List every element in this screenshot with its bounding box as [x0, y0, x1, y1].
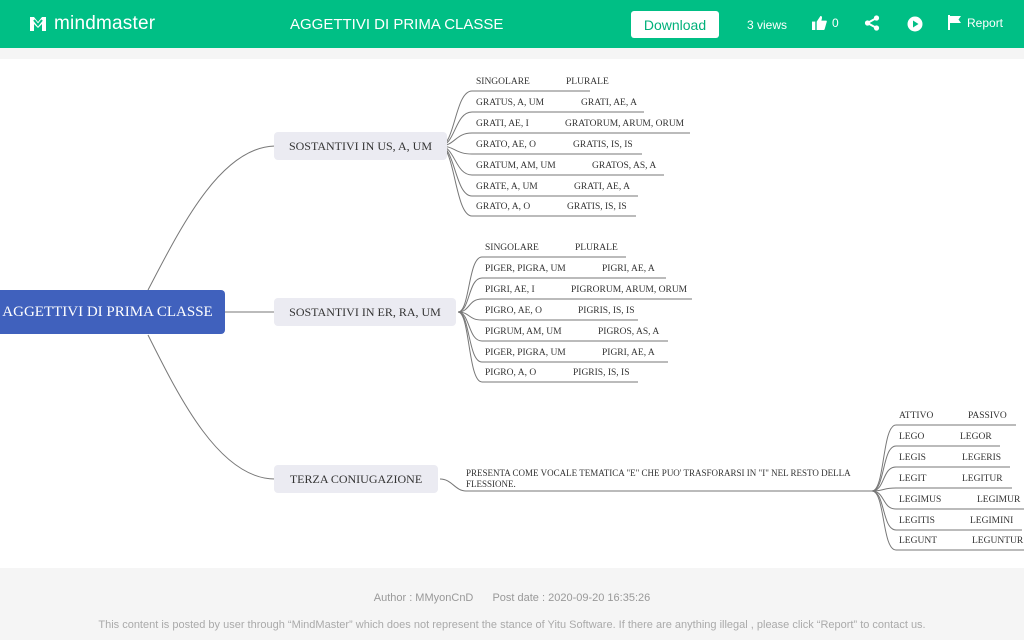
leaf-b2-r3-right[interactable]: PIGRIS, IS, IS — [578, 306, 635, 316]
leaf-b2-r1-right[interactable]: PIGRI, AE, A — [602, 264, 655, 274]
leaf-b3-r6-right[interactable]: LEGUNTUR — [972, 536, 1024, 546]
share-icon — [864, 15, 880, 31]
leaf-b1-r4-left[interactable]: GRATUM, AM, UM — [476, 161, 556, 171]
leaf-b1-r0-left[interactable]: SINGOLARE — [476, 77, 530, 87]
leaf-b1-r2-right[interactable]: GRATORUM, ARUM, ORUM — [565, 119, 685, 129]
download-button[interactable]: Download — [631, 11, 719, 38]
play-icon — [907, 16, 923, 32]
leaf-b2-r0-right[interactable]: PLURALE — [575, 243, 618, 253]
share-button[interactable] — [864, 15, 880, 36]
leaf-b1-r1-left[interactable]: GRATUS, A, UM — [476, 98, 545, 108]
top-bar: mindmaster AGGETTIVI DI PRIMA CLASSE Dow… — [0, 0, 1024, 48]
leaf-b2-r0-left[interactable]: SINGOLARE — [485, 243, 539, 253]
leaf-b2-r2-right[interactable]: PIGRORUM, ARUM, ORUM — [571, 285, 688, 295]
leaf-b2-r5-right[interactable]: PIGRI, AE, A — [602, 348, 655, 358]
mindmap-canvas[interactable]: AGGETTIVI DI PRIMA CLASSE SOSTANTIVI IN … — [0, 59, 1024, 568]
leaf-b1-r0-right[interactable]: PLURALE — [566, 77, 609, 87]
leaf-b2-r5-left[interactable]: PIGER, PIGRA, UM — [485, 348, 566, 358]
leaf-b3-r4-left[interactable]: LEGIMUS — [899, 495, 942, 505]
flag-icon — [948, 15, 961, 30]
topic-sostantivi-us-a-um[interactable]: SOSTANTIVI IN US, A, UM — [274, 132, 447, 160]
topic-terza-coniugazione[interactable]: TERZA CONIUGAZIONE — [274, 465, 438, 493]
mindmaster-logo[interactable]: mindmaster — [28, 13, 155, 35]
author: Author : MMyonCnD — [373, 592, 474, 604]
leaf-b3-r5-right[interactable]: LEGIMINI — [970, 516, 1014, 526]
leaf-b3-r5-left[interactable]: LEGITIS — [899, 516, 935, 526]
leaf-b3-r1-left[interactable]: LEGO — [899, 432, 925, 442]
leaf-b3-r2-left[interactable]: LEGIS — [899, 453, 926, 463]
play-button[interactable] — [907, 16, 923, 37]
leaf-b2-r6-left[interactable]: PIGRO, A, O — [485, 368, 537, 378]
like-button[interactable]: 0 — [812, 15, 839, 30]
post-meta: Author : MMyonCnD Post date : 2020-09-20… — [0, 592, 1024, 604]
leaf-b3-r2-right[interactable]: LEGERIS — [962, 453, 1002, 463]
leaf-b1-r5-right[interactable]: GRATI, AE, A — [574, 182, 630, 192]
disclaimer: This content is posted by user through “… — [98, 619, 926, 631]
leaf-b1-r2-left[interactable]: GRATI, AE, I — [476, 119, 529, 129]
leaf-b2-r2-left[interactable]: PIGRI, AE, I — [485, 285, 535, 295]
leaf-b2-r6-right[interactable]: PIGRIS, IS, IS — [573, 368, 630, 378]
leaf-b2-r4-left[interactable]: PIGRUM, AM, UM — [485, 327, 562, 337]
mindmaster-logo-icon — [30, 17, 46, 31]
topic-sostantivi-er-ra-um[interactable]: SOSTANTIVI IN ER, RA, UM — [274, 298, 456, 326]
leaf-b3-r0-right[interactable]: PASSIVO — [968, 411, 1007, 421]
leaf-b2-r1-left[interactable]: PIGER, PIGRA, UM — [485, 264, 566, 274]
leaf-b3-r4-right[interactable]: LEGIMUR — [977, 495, 1021, 505]
like-count: 0 — [832, 15, 839, 30]
root-topic[interactable]: AGGETTIVI DI PRIMA CLASSE — [0, 290, 225, 334]
leaf-b1-r5-left[interactable]: GRATE, A, UM — [476, 182, 538, 192]
logo-text: mindmaster — [54, 13, 156, 34]
leaf-b3-r6-left[interactable]: LEGUNT — [899, 536, 937, 546]
report-label: Report — [967, 15, 1004, 30]
leaf-b1-r6-right[interactable]: GRATIS, IS, IS — [567, 202, 627, 212]
report-button[interactable]: Report — [948, 15, 1003, 30]
document-title: AGGETTIVI DI PRIMA CLASSE — [290, 16, 504, 33]
view-count: 3 views — [747, 18, 788, 32]
footer: Author : MMyonCnD Post date : 2020-09-20… — [0, 568, 1024, 640]
leaf-b3-r3-right[interactable]: LEGITUR — [962, 474, 1003, 484]
leaf-b2-r3-left[interactable]: PIGRO, AE, O — [485, 306, 543, 316]
leaf-b1-r3-left[interactable]: GRATO, AE, O — [476, 140, 536, 150]
leaf-b1-r4-right[interactable]: GRATOS, AS, A — [592, 161, 657, 171]
note-vocale-tematica[interactable]: PRESENTA COME VOCALE TEMATICA "E" CHE PU… — [466, 468, 851, 489]
leaf-b1-r1-right[interactable]: GRATI, AE, A — [581, 98, 637, 108]
leaf-b1-r6-left[interactable]: GRATO, A, O — [476, 202, 531, 212]
leaf-b3-r3-left[interactable]: LEGIT — [899, 474, 927, 484]
leaf-b3-r0-left[interactable]: ATTIVO — [899, 411, 934, 421]
leaf-b1-r3-right[interactable]: GRATIS, IS, IS — [573, 140, 633, 150]
thumbs-up-icon — [812, 15, 827, 30]
post-date: Post date : 2020-09-20 16:35:26 — [492, 592, 651, 604]
leaf-b3-r1-right[interactable]: LEGOR — [960, 432, 992, 442]
leaf-b2-r4-right[interactable]: PIGROS, AS, A — [598, 327, 660, 337]
